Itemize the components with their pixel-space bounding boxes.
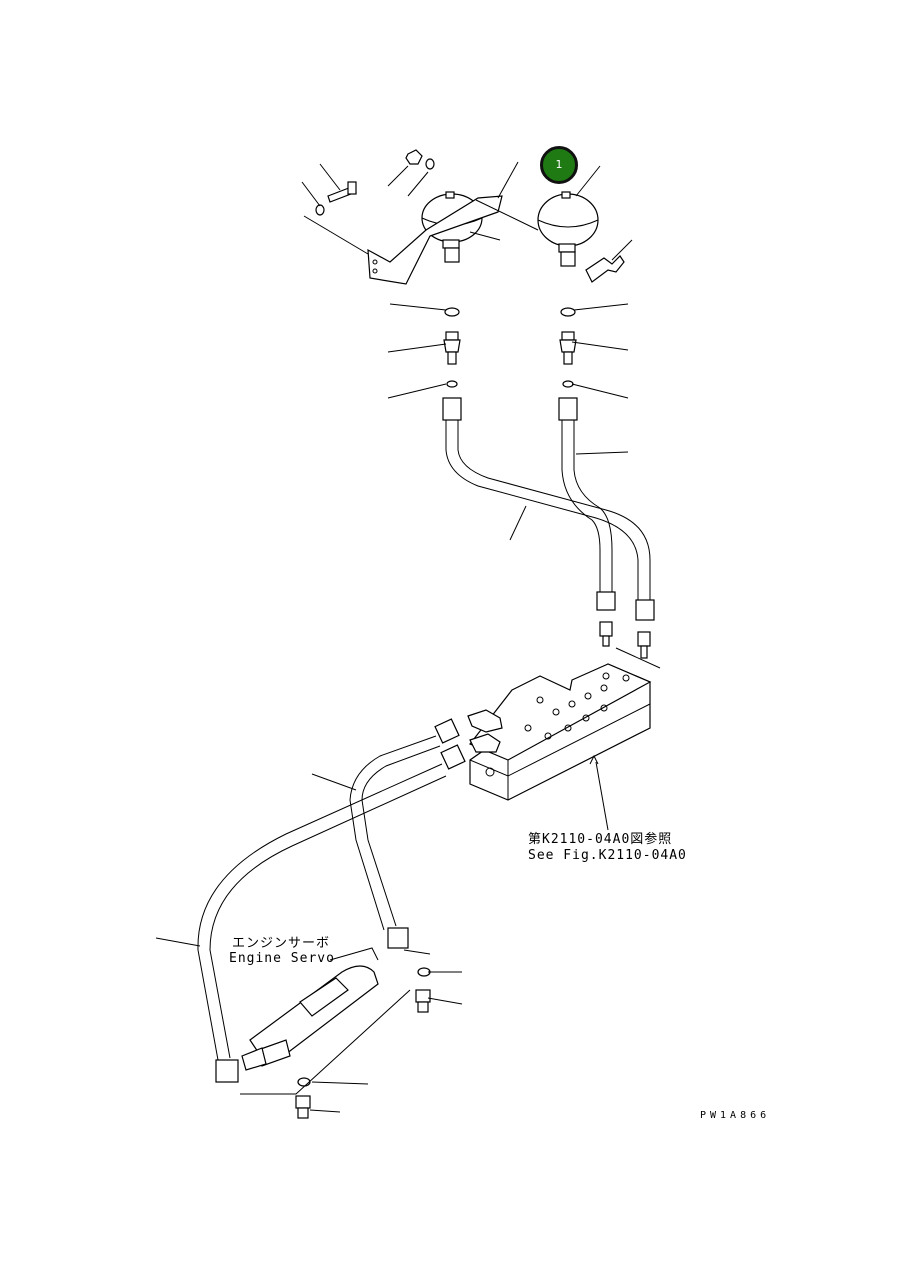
o-ring-left-1 [444,307,460,317]
valve-block [469,647,661,801]
engine-servo-label-english: Engine Servo [229,951,335,966]
adapter-left [443,331,461,365]
right-accumulator [537,191,599,267]
adapter-right [559,331,577,365]
hose-lower-left [197,744,466,1083]
engine-servo-label-japanese: エンジンサーボ [232,936,331,951]
bolt [327,181,357,203]
elbow-fittings-block [599,621,651,659]
o-ring-right-1 [560,307,576,317]
hose-left-upper [442,397,655,621]
engine-servo-cylinder [241,947,379,1071]
reference-english: See Fig.K2110-04A0 [528,848,687,863]
servo-fittings [295,967,431,1119]
drawing-number: PW1A866 [700,1110,771,1121]
leader-lines [155,161,633,1113]
hose-right-upper [558,397,616,611]
washer-left [315,204,325,216]
block-elbow-fittings [467,709,503,753]
o-ring-left-2 [446,380,458,388]
nut-top [405,149,423,165]
accumulator-bracket [367,195,503,285]
washer-top [425,158,435,170]
reference-japanese: 第K2110-04A0図参照 [528,832,673,847]
o-ring-right-2 [562,380,574,388]
plug-fitting [585,255,625,283]
item-number-callout: 1 [540,146,578,184]
